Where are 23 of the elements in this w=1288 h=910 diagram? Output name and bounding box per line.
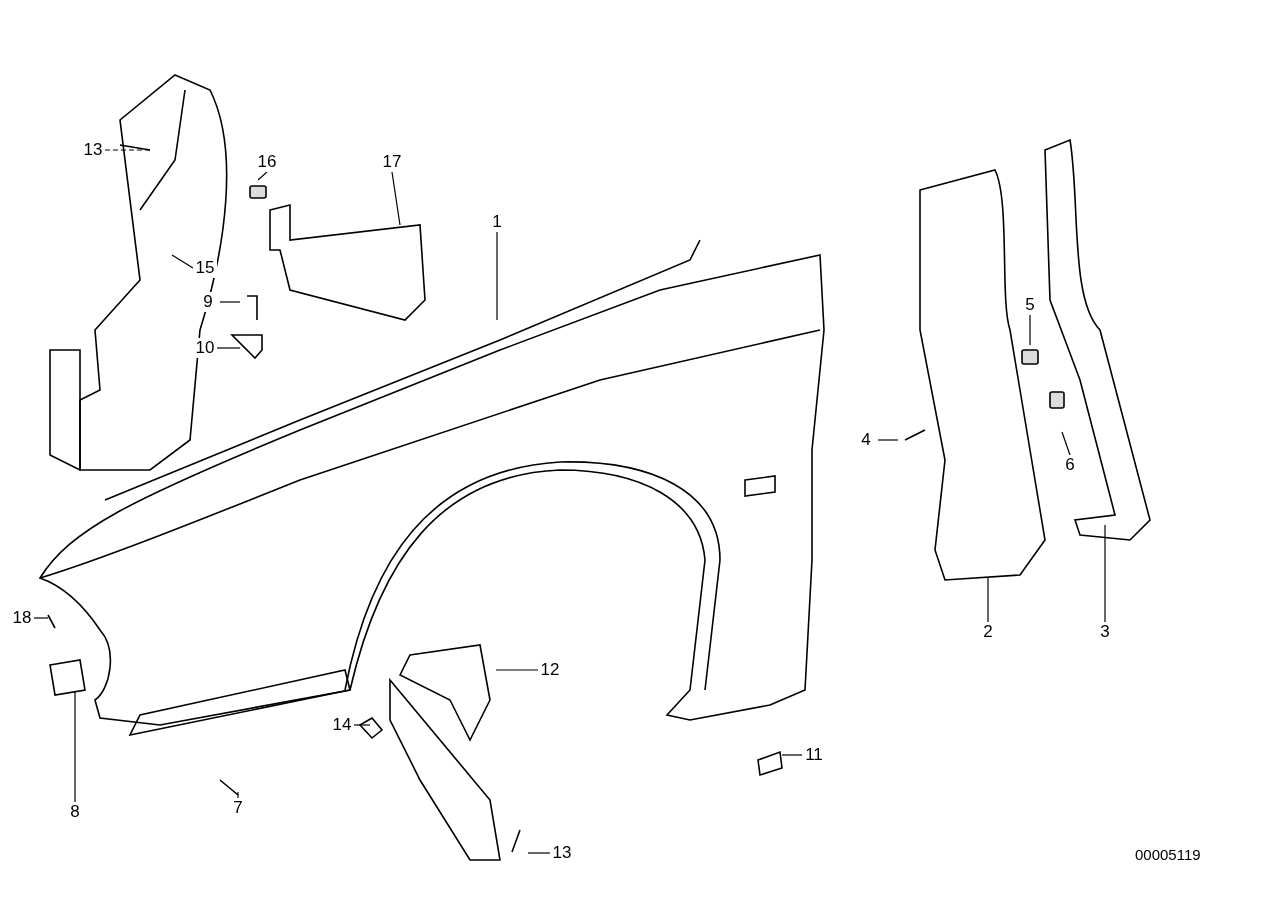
leader-line (781, 754, 803, 756)
leader-line (1104, 524, 1106, 623)
leader-line (496, 231, 498, 321)
leader-line (216, 347, 241, 349)
leader-line (987, 577, 989, 623)
leader-line (391, 171, 401, 226)
leader-line (33, 617, 49, 619)
drawing-number: 00005119 (1135, 846, 1201, 863)
leader-line (1029, 314, 1031, 346)
leader-line (219, 301, 241, 303)
leader-line (527, 852, 551, 854)
leader-line (495, 669, 539, 671)
leader-line (74, 691, 76, 803)
leader-line (104, 149, 151, 151)
callout-number: 15 (193, 258, 217, 278)
callout-number: 16 (255, 152, 279, 172)
leader-line (877, 439, 899, 441)
leader-line (1061, 431, 1071, 456)
leader-line (257, 171, 268, 181)
leader-line (237, 791, 239, 799)
callout-number: 10 (193, 338, 217, 358)
leader-line (171, 254, 194, 269)
leader-line (353, 724, 371, 726)
